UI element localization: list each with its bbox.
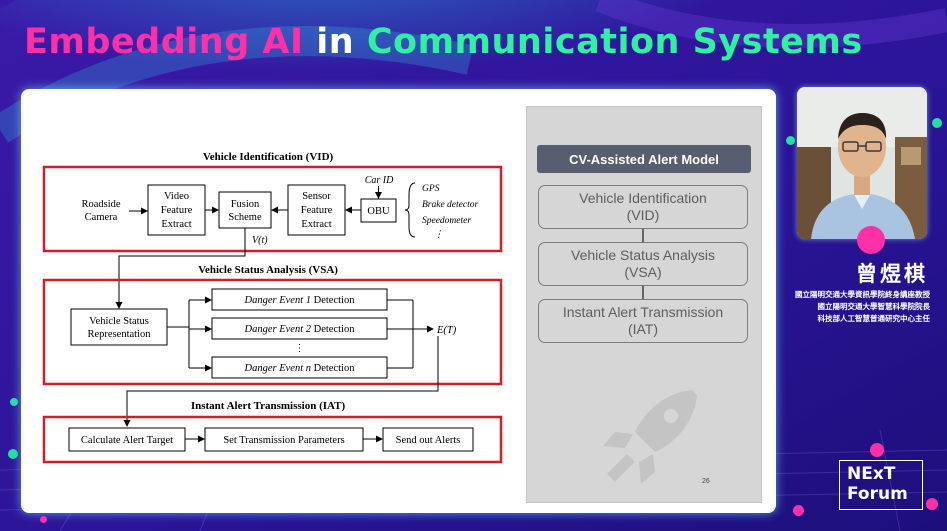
decor-dot	[10, 398, 18, 406]
panel-box-vsa-line1: Vehicle Status Analysis	[571, 247, 715, 263]
event-vdots: ⋮	[295, 343, 305, 354]
decor-dot	[40, 516, 47, 523]
decor-dot	[932, 118, 942, 128]
title-part-embedding-ai: Embedding AI	[24, 22, 304, 62]
panel-box-vid: Vehicle Identification (VID)	[538, 185, 748, 229]
vehicle-status-box	[70, 308, 168, 346]
iat-heading: Instant Alert Transmission (IAT)	[191, 400, 346, 412]
danger-event-1-label: Danger Event 1 Detection	[244, 295, 356, 306]
panel-connector-2	[642, 286, 644, 299]
speaker-title-2: 國立陽明交通大學智慧科學院院長	[817, 302, 931, 311]
page-title: Embedding AI in Communication Systems	[24, 22, 863, 62]
vsa-heading: Vehicle Status Analysis (VSA)	[198, 264, 338, 276]
danger-event-n-label: Danger Event n Detection	[244, 363, 356, 374]
vt-label: V(t)	[252, 235, 268, 246]
calculate-target-label: Calculate Alert Target	[81, 435, 173, 446]
title-part-in: in	[316, 22, 355, 62]
send-alerts-label: Send out Alerts	[396, 435, 461, 446]
sensor-brace	[404, 182, 416, 238]
speaker-photo	[797, 87, 927, 239]
panel-box-vsa-line2: (VSA)	[624, 264, 662, 280]
arrow-vsa-iat	[123, 336, 439, 427]
panel-title: CV-Assisted Alert Model	[537, 145, 751, 173]
speaker-avatar-icon	[797, 87, 927, 239]
panel-box-vsa: Vehicle Status Analysis (VSA)	[538, 242, 748, 286]
et-label: E(T)	[436, 325, 457, 336]
set-params-label: Set Transmission Parameters	[223, 435, 344, 446]
arrow-vid-vsa	[115, 228, 246, 309]
vid-heading: Vehicle Identification (VID)	[203, 151, 334, 163]
iat-frame	[42, 415, 503, 464]
sensor-feature-box	[287, 184, 346, 236]
logo-line-2: Forum	[847, 484, 908, 504]
speaker-name: 曾煜棋	[856, 262, 928, 286]
speaker-title-1: 國立陽明交通大學資訊學院終身講座教授	[795, 290, 930, 299]
obu-box	[360, 198, 397, 223]
decor-dot	[926, 498, 938, 510]
next-forum-logo: NExT Forum	[839, 460, 923, 510]
send-alerts-box	[382, 427, 474, 452]
decor-dot	[8, 449, 18, 459]
car-id-label: Car ID	[365, 175, 394, 186]
rocket-icon	[603, 390, 697, 484]
obu-label: OBU	[367, 206, 390, 217]
video-feature-box	[147, 184, 206, 236]
vid-frame	[42, 165, 503, 253]
alert-model-panel: CV-Assisted Alert Model Vehicle Identifi…	[526, 106, 762, 503]
logo-line-1: NExT	[847, 464, 896, 484]
decor-dot	[786, 136, 795, 145]
decor-dot	[793, 505, 804, 516]
panel-box-vid-line1: Vehicle Identification	[579, 190, 707, 206]
panel-connector-1	[642, 229, 644, 242]
danger-event-2-label: Danger Event 2 Detection	[244, 324, 356, 335]
vsa-frame	[42, 278, 503, 386]
title-part-communication-systems: Communication Systems	[366, 22, 863, 62]
decor-dot	[870, 443, 884, 457]
panel-box-iat-line2: (IAT)	[627, 321, 659, 337]
panel-box-vid-line2: (VID)	[626, 207, 660, 223]
speaker-title-3: 科技部人工智慧普通研究中心主任	[817, 314, 931, 323]
page-number: 26	[702, 478, 710, 485]
panel-box-iat: Instant Alert Transmission (IAT)	[538, 299, 748, 343]
panel-box-iat-line1: Instant Alert Transmission	[562, 304, 724, 320]
decor-dot	[857, 226, 885, 254]
